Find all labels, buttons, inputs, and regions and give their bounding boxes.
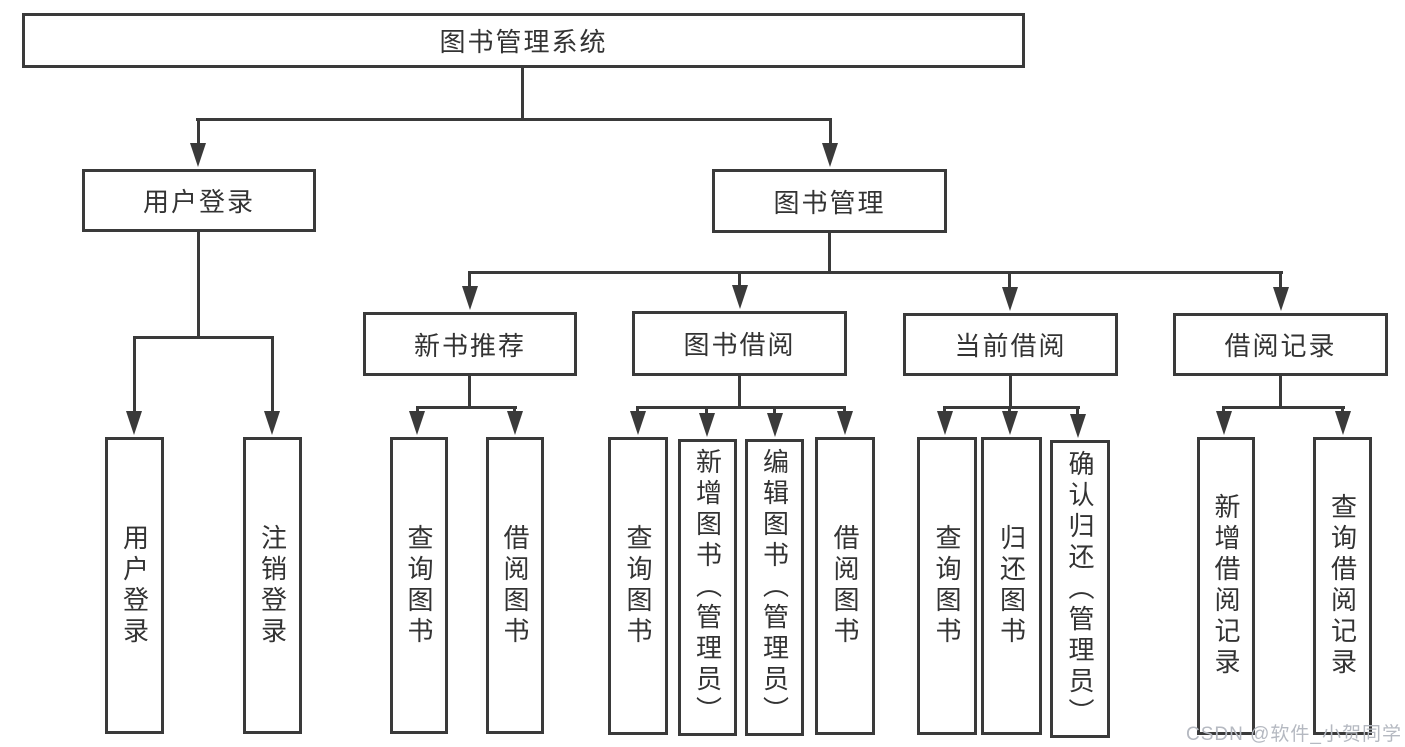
arrow-down-icon (126, 411, 142, 435)
connector-line (843, 406, 846, 415)
connector-line (521, 66, 524, 121)
connector-line (468, 271, 1283, 274)
arrow-down-icon (630, 411, 646, 435)
leaf-query-books-current: 查询图书 (917, 437, 977, 735)
connector-line (636, 406, 639, 415)
leaf-query-books-recommend: 查询图书 (390, 437, 448, 734)
arrow-down-icon (1002, 411, 1018, 435)
connector-line (829, 118, 832, 146)
arrow-down-icon (822, 143, 838, 167)
node-book-borrowing: 图书借阅 (632, 311, 847, 376)
node-user-login: 用户登录 (82, 169, 316, 232)
connector-line (197, 230, 200, 339)
connector-line (1008, 406, 1011, 415)
connector-line (468, 271, 471, 289)
arrow-down-icon (409, 411, 425, 435)
arrow-down-icon (190, 143, 206, 167)
connector-line (1076, 406, 1079, 415)
connector-line (1279, 374, 1282, 409)
arrow-down-icon (462, 286, 478, 310)
node-book-management: 图书管理 (712, 169, 947, 233)
arrow-down-icon (1070, 414, 1086, 438)
connector-line (197, 118, 200, 146)
connector-line (133, 336, 274, 339)
connector-line (1222, 406, 1225, 415)
arrow-down-icon (1002, 287, 1018, 311)
leaf-user-login: 用户登录 (105, 437, 164, 734)
connector-line (943, 406, 1080, 409)
connector-line (828, 231, 831, 274)
connector-line (773, 406, 776, 415)
connector-line (943, 406, 946, 415)
leaf-return-books: 归还图书 (981, 437, 1042, 735)
connector-line (636, 406, 846, 409)
arrow-down-icon (699, 413, 715, 437)
connector-line (416, 406, 517, 409)
arrow-down-icon (507, 411, 523, 435)
connector-line (416, 406, 419, 415)
leaf-query-books-borrowing: 查询图书 (608, 437, 668, 735)
connector-line (1279, 271, 1282, 289)
connector-line (738, 374, 741, 409)
connector-line (513, 406, 516, 415)
leaf-borrow-books: 借阅图书 (815, 437, 875, 735)
arrow-down-icon (264, 411, 280, 435)
arrow-down-icon (1335, 411, 1351, 435)
arrow-down-icon (1216, 411, 1232, 435)
leaf-logout: 注销登录 (243, 437, 302, 734)
connector-line (738, 271, 741, 289)
arrow-down-icon (767, 413, 783, 437)
connector-line (196, 118, 832, 121)
node-borrowing-records: 借阅记录 (1173, 313, 1388, 376)
leaf-query-borrow-record: 查询借阅记录 (1313, 437, 1372, 735)
arrow-down-icon (937, 411, 953, 435)
leaf-borrow-books-recommend: 借阅图书 (486, 437, 544, 734)
connector-line (1341, 406, 1344, 415)
connector-line (1222, 406, 1345, 409)
leaf-confirm-return-admin: 确认归还（管理员） (1050, 440, 1110, 738)
connector-line (1008, 271, 1011, 289)
node-new-book-recommend: 新书推荐 (363, 312, 577, 376)
arrow-down-icon (1273, 287, 1289, 311)
connector-line (1009, 374, 1012, 409)
arrow-down-icon (732, 285, 748, 309)
node-current-borrowing: 当前借阅 (903, 313, 1118, 376)
watermark: CSDN @软件_小贺同学 (1186, 724, 1402, 745)
leaf-edit-books-admin: 编辑图书（管理员） (745, 439, 804, 736)
connector-line (705, 406, 708, 415)
arrow-down-icon (837, 411, 853, 435)
connector-line (133, 336, 136, 414)
connector-line (468, 374, 471, 409)
leaf-add-borrow-record: 新增借阅记录 (1197, 437, 1255, 735)
leaf-add-books-admin: 新增图书（管理员） (678, 439, 737, 736)
node-root: 图书管理系统 (22, 13, 1025, 68)
connector-line (271, 336, 274, 414)
